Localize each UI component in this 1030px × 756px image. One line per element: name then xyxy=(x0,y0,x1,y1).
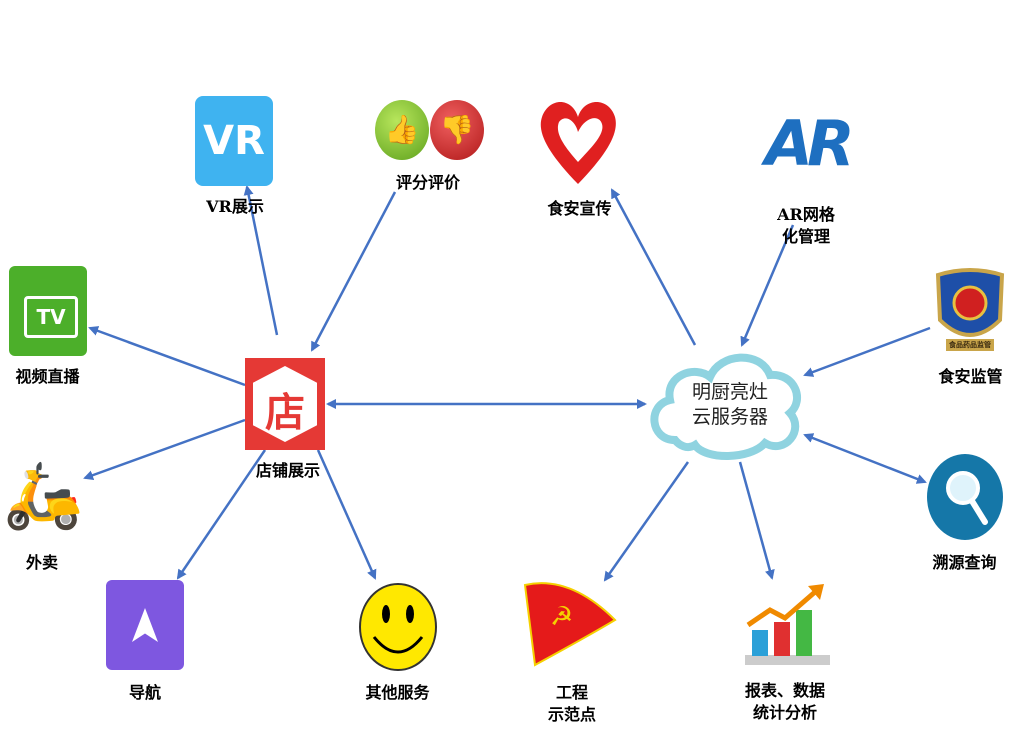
svg-text:☭: ☭ xyxy=(550,602,573,632)
arrow-supervision-cloud xyxy=(803,326,931,377)
demo-label-line1: 工程 xyxy=(555,683,588,702)
report-label: 报表、数据 统计分析 xyxy=(735,680,835,724)
nav-arrow-icon xyxy=(132,608,158,642)
food-promo-label: 食安宣传 xyxy=(547,199,612,218)
supervision-label: 食安监管 xyxy=(938,367,1003,386)
ar-icon[interactable]: AR xyxy=(765,107,855,180)
heart-hand-icon[interactable] xyxy=(537,92,619,187)
rating-label: 评分评价 xyxy=(395,173,460,192)
tv-icon[interactable]: TV xyxy=(9,266,87,356)
red-flag-icon[interactable]: ☭ xyxy=(520,580,622,672)
bar-chart-icon[interactable] xyxy=(740,580,832,670)
shop-label: 店铺展示 xyxy=(255,461,320,480)
thumbs-up-icon[interactable]: 👍 xyxy=(375,100,429,160)
shop-icon[interactable]: 店 xyxy=(245,358,325,450)
tv-label: 视频直播 xyxy=(15,367,80,386)
report-label-line2: 统计分析 xyxy=(752,703,817,722)
takeout-label: 外卖 xyxy=(25,553,58,572)
thumbs-down-icon[interactable]: 👎 xyxy=(430,100,484,160)
arrow-ar-cloud xyxy=(740,224,795,347)
arrow-cloud-trace xyxy=(803,433,927,484)
cloud-label-line1: 明厨亮灶 xyxy=(691,381,768,403)
arrow-shop-nav xyxy=(176,449,267,580)
shop-glyph: 店 xyxy=(265,390,305,436)
magnifier-icon[interactable] xyxy=(925,452,1005,542)
supervision-badge-icon[interactable] xyxy=(930,265,1010,357)
ar-label: AR网格 化管理 xyxy=(765,204,847,248)
arrow-cloud-demo xyxy=(603,461,690,582)
cloud-label: 明厨亮灶 云服务器 xyxy=(680,380,780,430)
ar-label-line2: 化管理 xyxy=(781,227,830,246)
arrow-cloud-promo xyxy=(610,188,697,346)
arrow-shop-tv xyxy=(88,326,246,387)
arrow-rating-shop xyxy=(310,191,397,352)
arrow-shop-other xyxy=(316,449,377,580)
vr-icon[interactable]: VR xyxy=(195,96,273,186)
tv-screen: TV xyxy=(24,296,78,338)
ar-label-line1: AR网格 xyxy=(777,205,835,224)
arrow-cloud-report xyxy=(738,461,775,580)
navigation-icon[interactable] xyxy=(106,580,184,670)
shop-hexagon xyxy=(253,366,317,442)
arrow-shop-takeout xyxy=(83,418,246,480)
other-label: 其他服务 xyxy=(365,683,430,702)
supervision-badge-text: 食品药品监管 xyxy=(949,341,991,349)
arrow-shop-vr xyxy=(243,185,279,336)
demo-label-line2: 示范点 xyxy=(547,705,596,724)
delivery-scooter-icon[interactable]: 🛵 xyxy=(3,459,83,533)
cloud-icon[interactable] xyxy=(645,345,805,463)
cloud-label-line2: 云服务器 xyxy=(691,406,768,428)
report-label-line1: 报表、数据 xyxy=(744,681,825,700)
smiley-icon[interactable] xyxy=(358,582,438,672)
nav-label: 导航 xyxy=(128,683,161,702)
trace-label: 溯源查询 xyxy=(932,553,997,572)
vr-label: VR展示 xyxy=(206,197,264,216)
demo-label: 工程 示范点 xyxy=(532,682,612,726)
